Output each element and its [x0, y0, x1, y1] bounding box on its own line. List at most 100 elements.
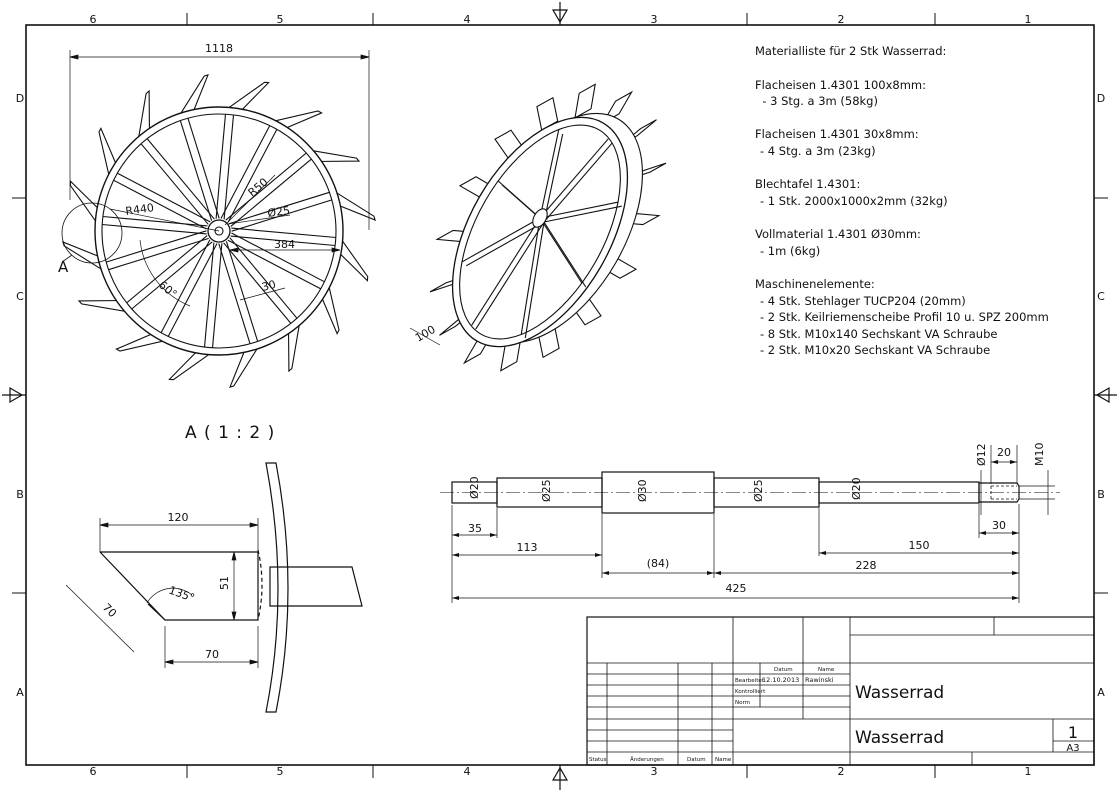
iso-spoke [461, 217, 541, 263]
centering-mark-right [1094, 386, 1117, 404]
spoke-edge [140, 143, 209, 225]
centering-mark-bottom [551, 765, 569, 790]
zone-row-left-3: B [16, 488, 24, 501]
zone-row-right-2: C [1097, 290, 1105, 303]
material-group-3-title: Blechtafel 1.4301: [755, 177, 860, 191]
detail-marker-a: A [58, 258, 69, 276]
iso-rim-inner [459, 124, 621, 340]
arrowhead [1010, 460, 1017, 464]
arrowhead [452, 533, 459, 537]
arrowhead [1012, 531, 1019, 535]
zone-col-bottom-3: 4 [464, 765, 471, 778]
shaft-dim-228: 228 [856, 559, 877, 572]
spoke-edge [223, 114, 235, 220]
spoke-edge [211, 243, 223, 348]
iso-spoke [471, 217, 541, 326]
iso-spoke [543, 221, 587, 288]
zone-col-top-1: 6 [90, 13, 97, 26]
arrowhead [714, 571, 721, 575]
zone-labels: 6 5 4 3 2 1 6 5 4 3 2 1 D C B A D C B A [16, 13, 1105, 778]
shaft-dim-84: (84) [647, 557, 670, 570]
spoke-edge [146, 138, 215, 220]
iso-spoke [539, 217, 583, 284]
shaft-dia-4: Ø25 [752, 479, 765, 502]
zone-col-top-2: 5 [277, 13, 284, 26]
material-list: Materialliste für 2 Stk Wasserrad: Flach… [755, 44, 1049, 357]
zone-row-left-2: C [16, 290, 24, 303]
material-group-4-title: Vollmaterial 1.4301 Ø30mm: [755, 227, 921, 241]
zone-row-left-4: A [16, 686, 24, 699]
tb-drawing-name: Wasserrad [855, 728, 944, 748]
spoke-edge [126, 235, 208, 304]
spoke-edge [203, 242, 215, 348]
arrowhead [707, 571, 714, 575]
wheel-bore [214, 226, 224, 236]
tb-name2-label: Name [715, 757, 732, 763]
dim-offset: 384 [274, 238, 295, 251]
detail-dim-height: 51 [218, 576, 231, 590]
tb-title: Wasserrad [855, 683, 944, 703]
centering-mark-left [2, 386, 26, 404]
tb-datum-label: Datum [774, 667, 793, 673]
zone-col-top-3: 4 [464, 13, 471, 26]
shaft-dim-150: 150 [909, 539, 930, 552]
shaft-dim-113: 113 [517, 541, 538, 554]
arrowhead [979, 531, 986, 535]
wheel-isometric-view [409, 83, 667, 372]
iso-spoke [543, 133, 564, 223]
shaft-thread-dia: Ø12 [975, 443, 988, 466]
tb-sheet-number: 1 [1068, 723, 1078, 742]
spoke-edge [225, 152, 307, 221]
spoke-edge [187, 117, 220, 219]
material-group-5-item-2: - 2 Stk. Keilriemenscheibe Profil 10 u. … [760, 310, 1049, 324]
shaft-dim-30: 30 [992, 519, 1006, 532]
spoke-edge [223, 242, 292, 324]
detail-rim-hidden [257, 549, 263, 621]
title-block-border [586, 616, 1095, 766]
spoke-edge [116, 172, 211, 223]
tb-bearb-label: Bearbeitet [735, 678, 765, 684]
tb-norm-label: Norm [735, 700, 750, 706]
zone-row-right-3: B [1097, 488, 1105, 501]
spoke-edge [167, 243, 218, 337]
spoke-edge [231, 227, 336, 239]
zone-col-bottom-2: 5 [277, 765, 284, 778]
iso-spoke [539, 129, 560, 219]
spoke-edge [227, 128, 278, 223]
spoke-edge [102, 223, 207, 235]
spoke-edge [230, 235, 336, 247]
detail-paddle-fold [147, 603, 166, 621]
zone-col-bottom-4: 3 [651, 765, 658, 778]
arrowhead [452, 596, 459, 600]
iso-spoke [524, 221, 545, 339]
shaft-dimensions [451, 445, 1055, 603]
zone-col-bottom-5: 2 [838, 765, 845, 778]
shaft-dia-5: Ø20 [850, 477, 863, 500]
spoke-edge [227, 239, 322, 290]
spoke-edge [113, 179, 207, 230]
arrowhead [595, 553, 602, 557]
zone-col-top-6: 1 [1025, 13, 1032, 26]
arrowhead [452, 553, 459, 557]
tb-name-label: Name [818, 667, 835, 673]
spoke-edge [105, 230, 207, 263]
material-group-5-item-4: - 2 Stk. M10x20 Sechskant VA Schraube [760, 343, 990, 357]
shaft-dia-2: Ø25 [540, 479, 553, 502]
material-heading: Materialliste für 2 Stk Wasserrad: [755, 44, 946, 58]
spoke-edge [220, 125, 271, 219]
spoke-edge [229, 191, 330, 225]
arrowhead [819, 551, 826, 555]
dim-spoke-width: 30 [260, 278, 277, 294]
tb-status-label: Status [589, 757, 607, 763]
wheel-rim-inner [101, 113, 337, 349]
spoke-edge [231, 199, 333, 232]
material-group-5-item-1: - 4 Stk. Stehlager TUCP204 (20mm) [760, 294, 966, 308]
spoke-edge [131, 241, 213, 310]
iso-spoke [465, 221, 545, 267]
material-group-5-title: Maschinenelemente: [755, 277, 875, 291]
iso-spoke [475, 221, 545, 330]
shaft-dim-labels: Ø20 Ø25 Ø30 Ø25 Ø20 Ø12 20 M10 35 30 113… [468, 443, 1046, 596]
spoke-edge [215, 114, 227, 219]
detail-rim-section [265, 462, 289, 713]
tb-bearb-date: 12.10.2013 [762, 676, 799, 684]
